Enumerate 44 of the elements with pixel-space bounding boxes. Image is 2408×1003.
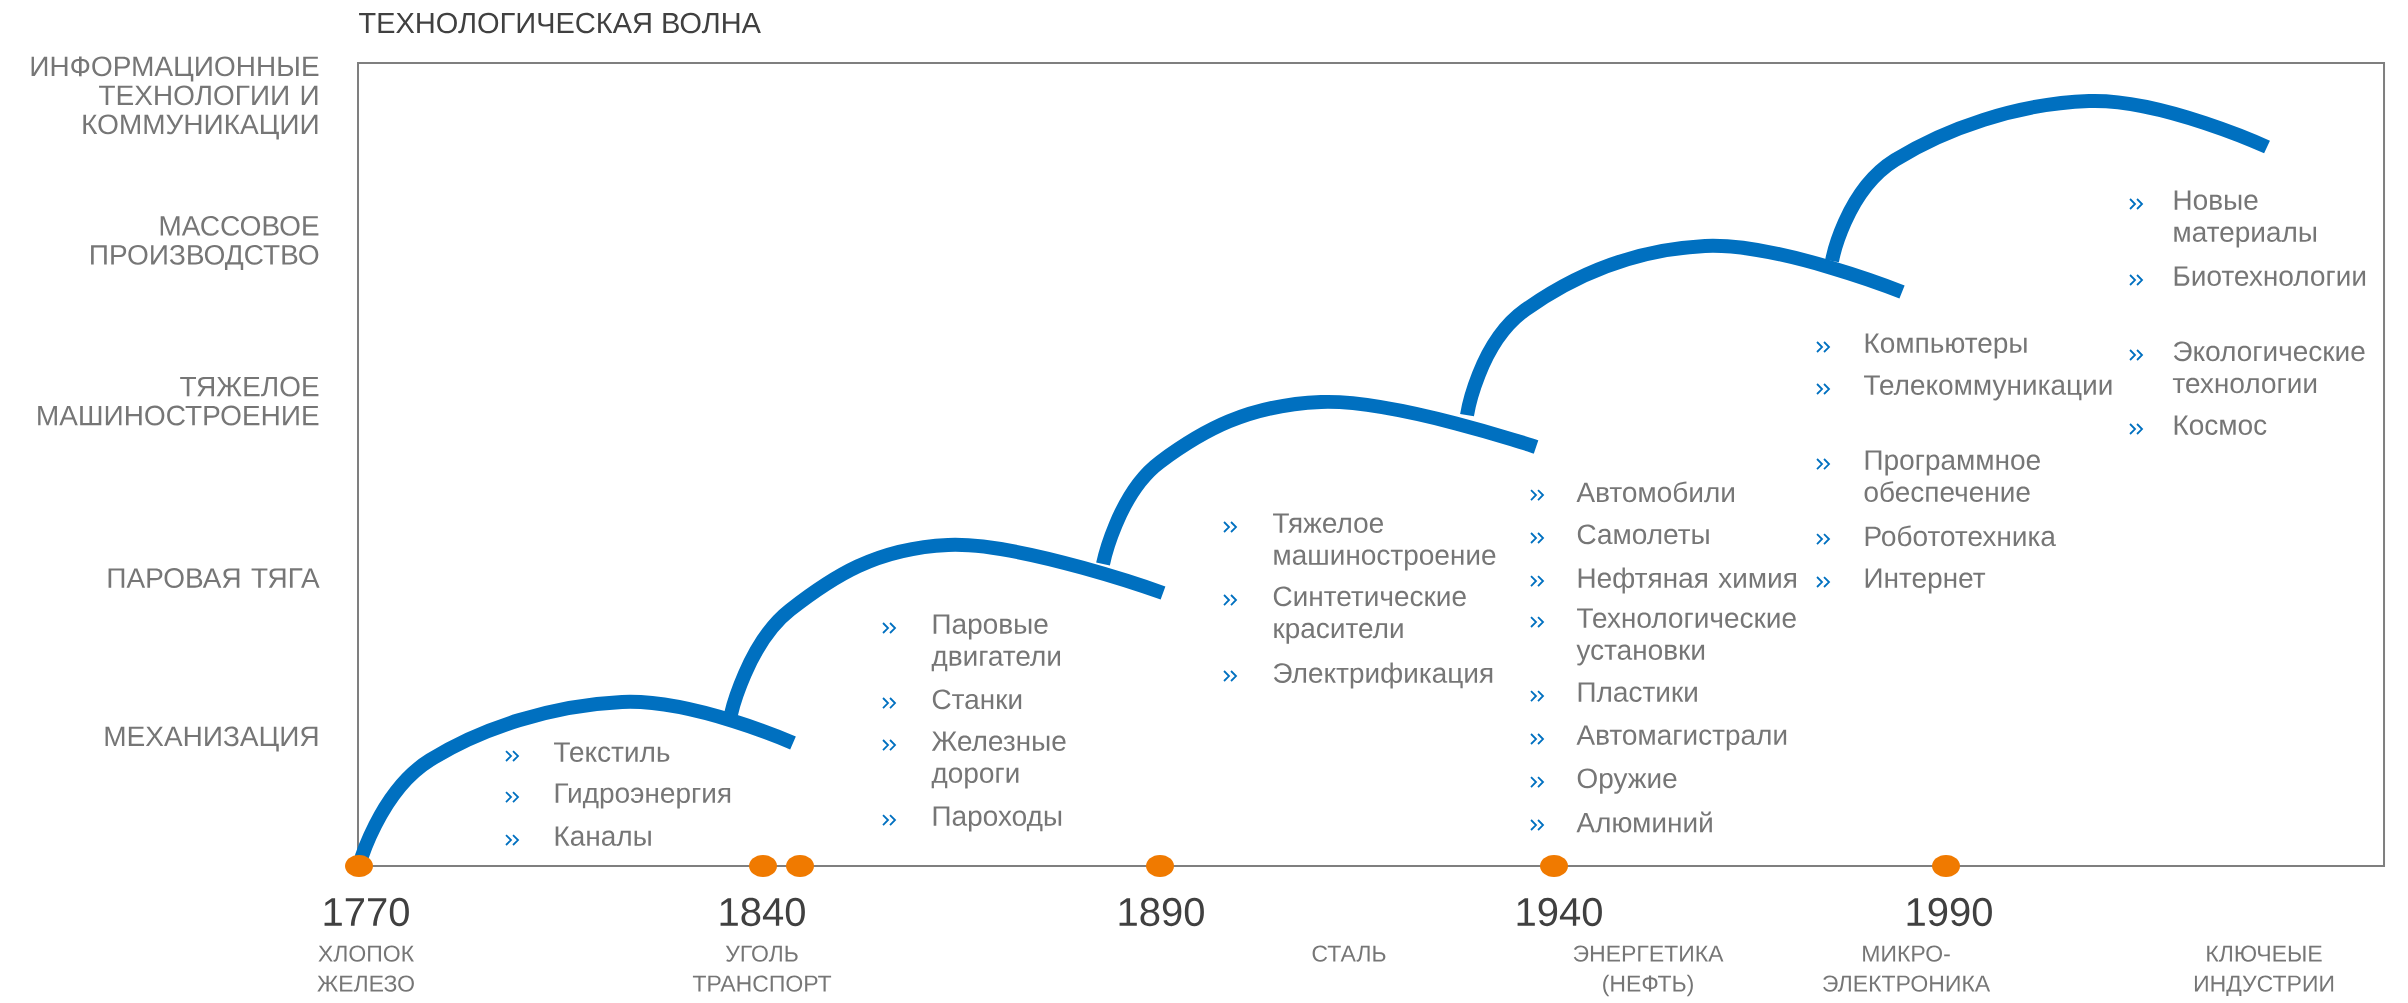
list-item: Робототехника — [1865, 525, 2056, 547]
industry-label: УГОЛЬ ТРАНСПОРТ — [692, 945, 832, 992]
list-item: Интернет — [1865, 568, 1986, 594]
list-item: Космос — [2174, 415, 2267, 435]
list-item: Станки — [932, 689, 1022, 710]
list-item: Железные дороги — [931, 731, 1066, 789]
industry-label: МИКРО-ЭЛЕКТРОНИКА — [1823, 945, 1991, 992]
axis-label: ПАРОВАЯ ТЯГА — [108, 568, 320, 588]
list-item: Технологические установки — [1576, 608, 1796, 666]
year-label: 1770 — [324, 897, 409, 927]
list-item: Электрификация — [1273, 662, 1493, 689]
list-item: Гидроэнергия — [555, 783, 731, 809]
list-item: Синтетические красители — [1273, 586, 1466, 644]
list-item: Компьютеры — [1865, 333, 2027, 359]
list-item: Программное обеспечение — [1864, 450, 2040, 502]
list-item: Автомобили — [1576, 481, 1734, 503]
year-label: 1840 — [720, 897, 805, 927]
list-item: Пластики — [1578, 682, 1697, 702]
list-item: Телекоммуникации — [1864, 375, 2112, 401]
list-item: Самолеты — [1577, 524, 1709, 545]
industry-label: СТАЛЬ — [1312, 945, 1386, 962]
axis-label: ТЯЖЕЛОЕ МАШИНОСТРОЕНИЕ — [38, 376, 319, 426]
axis-label: МАССОВОЕ ПРОИЗВОДСТВО — [91, 215, 319, 271]
industry-label: ХЛОПОК ЖЕЛЕЗО — [317, 945, 414, 992]
list-item: Паровые двигатели — [931, 614, 1060, 672]
industry-label: КЛЮЧЕЫЕ ИНДУСТРИИ — [2194, 945, 2334, 997]
list-item: Каналы — [555, 826, 651, 846]
year-label: 1990 — [1907, 897, 1992, 927]
list-item: Тяжелое машиностроение — [1273, 513, 1496, 571]
axis-label: МЕХАНИЗАЦИЯ — [105, 726, 318, 752]
list-item: Оружие — [1577, 768, 1677, 794]
list-item: Нефтяная химия — [1578, 567, 1796, 594]
year-label: 1940 — [1517, 897, 1602, 927]
list-item: Экологические технологии — [2172, 341, 2365, 394]
axis-label: ИНФОРМАЦИОННЫЕ ТЕХНОЛОГИИ И КОММУНИКАЦИИ — [31, 56, 319, 140]
list-item: Автомагистрали — [1576, 725, 1787, 751]
industry-label: ЭНЕРГЕТИКА (НЕФТЬ) — [1573, 945, 1724, 997]
list-item: Новые материалы — [2174, 190, 2317, 248]
year-label: 1890 — [1119, 897, 1204, 927]
list-item: Пароходы — [933, 806, 1062, 832]
list-item: Текстиль — [554, 742, 670, 762]
list-item: Алюминий — [1576, 811, 1712, 833]
chart-title: ТЕХНОЛОГИЧЕСКАЯ ВОЛНА — [359, 12, 761, 34]
list-item: Биотехнологии — [2174, 266, 2366, 286]
